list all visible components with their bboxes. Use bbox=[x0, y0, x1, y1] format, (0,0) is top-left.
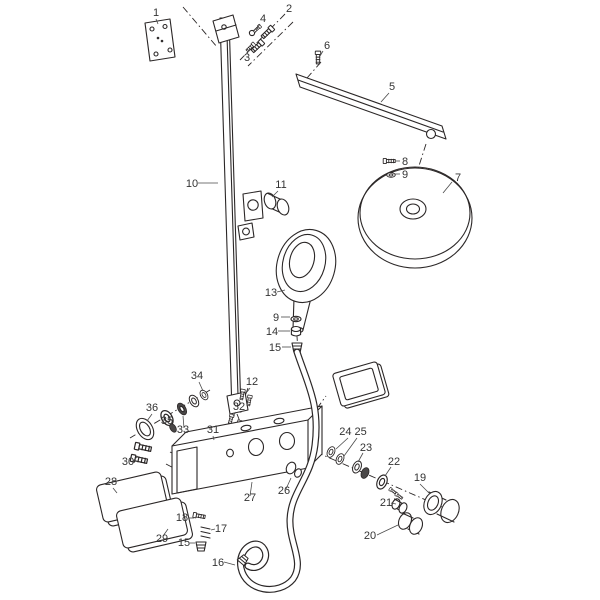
part-label-9b: 9 bbox=[273, 312, 279, 324]
part-24-25-rings bbox=[324, 444, 347, 467]
part-label-31: 31 bbox=[207, 424, 219, 436]
part-14-nut bbox=[290, 325, 302, 337]
part-17-spring bbox=[200, 526, 211, 539]
part-label-8: 8 bbox=[402, 156, 408, 168]
part-26-bushing bbox=[285, 461, 302, 478]
part-label-5: 5 bbox=[389, 81, 395, 93]
part-label-24-25: 24 25 bbox=[339, 426, 367, 438]
part-label-30: 30 bbox=[122, 456, 134, 468]
part-label-2: 2 bbox=[286, 3, 292, 15]
part-23-rings bbox=[350, 459, 370, 479]
part-10-shower-bar bbox=[212, 14, 242, 413]
part-11-slider-bracket bbox=[237, 190, 290, 241]
part-label-28: 28 bbox=[105, 476, 117, 488]
part-label-3: 3 bbox=[244, 52, 250, 64]
part-labels: 1 2 4 3 6 5 10 11 7 8 9 13 9 14 15 34 12… bbox=[105, 3, 461, 569]
part-6-screw bbox=[314, 50, 322, 65]
part-22-ring-screws bbox=[374, 472, 404, 501]
wall-union-plate bbox=[303, 361, 390, 428]
part-33-seal bbox=[176, 402, 188, 416]
part-label-15b: 15 bbox=[178, 537, 190, 549]
part-15-cone-bottom bbox=[195, 541, 207, 552]
part-34-rings bbox=[186, 388, 211, 409]
part-13-hand-shower bbox=[275, 228, 337, 334]
part-9-washer-top bbox=[386, 172, 396, 178]
part-label-16: 16 bbox=[212, 557, 224, 569]
part-label-11: 11 bbox=[275, 179, 286, 191]
part-label-32: 32 bbox=[233, 401, 245, 413]
part-label-6: 6 bbox=[324, 40, 330, 52]
part-4-fastener bbox=[248, 23, 263, 37]
part-label-18: 18 bbox=[176, 512, 188, 524]
part-label-22: 22 bbox=[388, 456, 400, 468]
part-21-sleeve bbox=[391, 498, 408, 514]
part-9-washer bbox=[290, 315, 302, 323]
part-label-17: 17 bbox=[215, 523, 227, 535]
label-leaders bbox=[112, 18, 453, 566]
part-29-cover-plate bbox=[116, 497, 194, 553]
part-label-29: 29 bbox=[156, 533, 168, 545]
part-label-12: 12 bbox=[246, 376, 258, 388]
part-27-thermostat-body bbox=[171, 405, 323, 495]
part-label-23: 23 bbox=[360, 442, 372, 454]
part-label-15a: 15 bbox=[269, 342, 281, 354]
part-35-oring bbox=[157, 407, 177, 433]
part-1-wall-plate bbox=[144, 18, 176, 62]
part-label-7: 7 bbox=[455, 172, 461, 184]
part-label-21: 21 bbox=[380, 497, 392, 509]
part-label-26: 26 bbox=[278, 485, 290, 497]
part-label-14: 14 bbox=[266, 326, 278, 338]
part-19-knob-large bbox=[423, 490, 460, 524]
part-2-screws bbox=[249, 24, 276, 54]
part-label-36: 36 bbox=[146, 402, 158, 414]
part-label-33: 33 bbox=[177, 424, 189, 436]
part-label-13: 13 bbox=[265, 287, 277, 299]
part-label-34: 34 bbox=[191, 370, 203, 382]
part-8-screw bbox=[382, 158, 396, 164]
part-label-4: 4 bbox=[260, 13, 266, 25]
part-label-27: 27 bbox=[244, 492, 256, 504]
part-5-shower-arm bbox=[295, 73, 447, 140]
part-label-20: 20 bbox=[364, 530, 376, 542]
part-16-hose bbox=[236, 348, 320, 593]
part-20-knob-small bbox=[397, 512, 424, 535]
part-label-10: 10 bbox=[186, 178, 198, 190]
part-label-1: 1 bbox=[153, 7, 159, 19]
part-label-35: 35 bbox=[161, 415, 173, 427]
part-label-9a: 9 bbox=[402, 169, 408, 181]
part-36-ring bbox=[135, 417, 155, 441]
part-18-screw bbox=[192, 511, 206, 520]
part-label-19: 19 bbox=[414, 472, 426, 484]
